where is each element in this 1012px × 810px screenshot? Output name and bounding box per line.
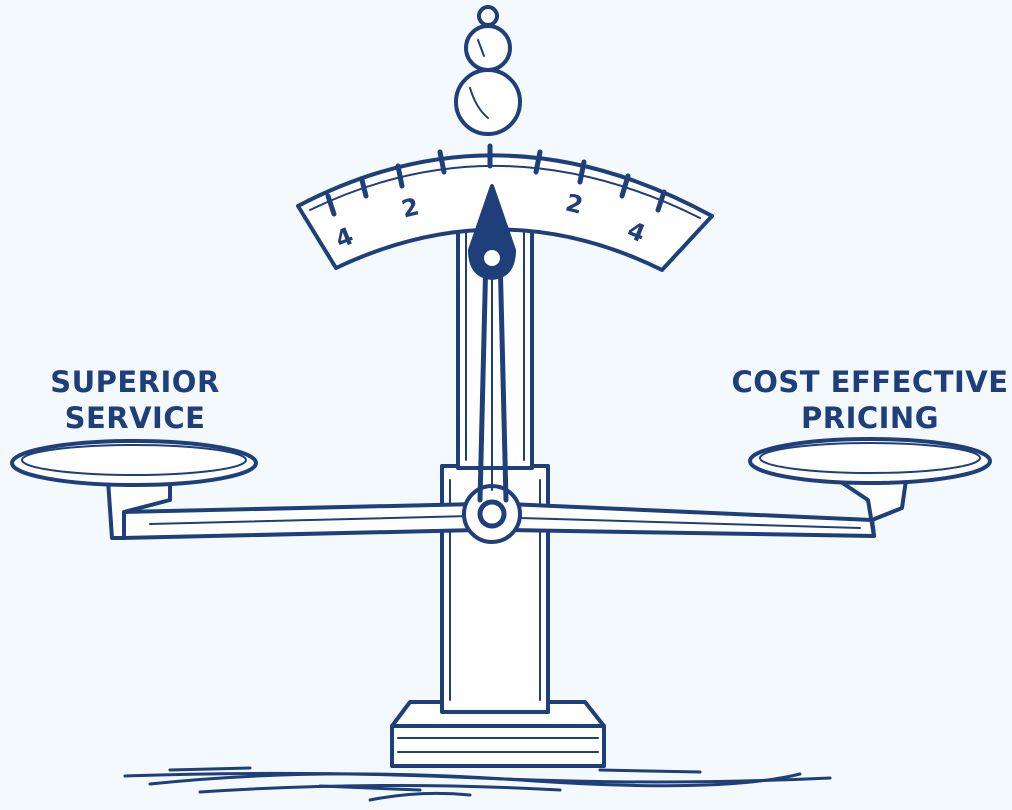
label-right-line1: COST EFFECTIVE [731,365,1009,399]
needle-stem [477,251,509,503]
pivot-hub [462,484,522,544]
label-right-line2: PRICING [800,401,940,435]
left-pan [10,439,258,487]
label-superior-service: SUPERIOR SERVICE [40,364,230,436]
label-left-line1: SUPERIOR [50,365,220,399]
dial-ticks [325,143,667,217]
needle-pointer [468,184,516,280]
base-plinth [390,700,606,768]
dial-number-right-inner: 2 [563,188,586,219]
ground-scribble [123,766,832,802]
label-cost-effective-pricing: COST EFFECTIVE PRICING [728,364,1012,436]
label-left-line2: SERVICE [64,401,206,435]
top-finial [454,5,522,136]
dial-number-left-inner: 2 [399,192,422,223]
right-pan [748,437,992,485]
